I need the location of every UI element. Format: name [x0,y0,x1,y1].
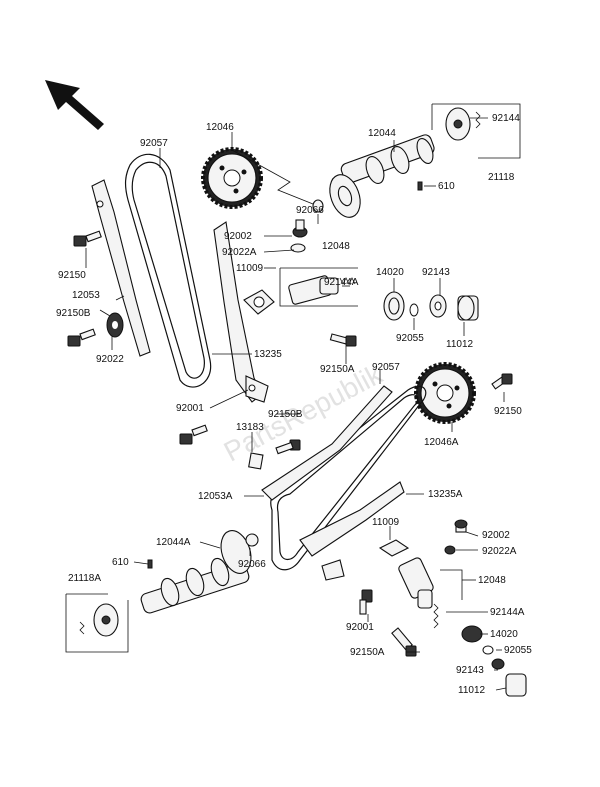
plug-92066-upper [312,199,324,213]
cap-14020-upper [383,291,405,321]
label-11012-lower: 11012 [458,685,486,696]
bolt-92150B-upper-left [67,328,96,347]
label-21118: 21118 [488,172,515,183]
label-92055-lower: 92055 [504,645,532,656]
front-direction-arrow-icon [45,80,104,130]
spacer-92143-lower [491,658,505,670]
cap-14020-lower [461,625,483,643]
leader-lines [85,117,507,691]
gasket-11009-lower [378,539,410,557]
label-14020-lower: 14020 [490,629,518,640]
plug-92066-lower [245,533,259,547]
oring-92055-lower [482,645,494,655]
label-14020-upper: 14020 [376,267,404,278]
label-92144: 92144 [492,113,520,124]
label-92143-upper: 92143 [422,267,450,278]
pickup-rotor-upper [431,103,521,159]
label-92150-lower: 92150 [494,406,522,417]
bracket-13183 [248,452,264,470]
label-92001-upper: 92001 [176,403,204,414]
label-92001-lower: 92001 [346,622,374,633]
label-12048-upper: 12048 [322,241,350,252]
washer-92022-upper [106,312,124,338]
spacer-92143-upper [429,294,447,318]
cam-sprocket-upper [201,147,263,209]
label-11009-lower: 11009 [372,517,400,528]
part-labels: 12046 92057 12044 92144 21118 610 92150 … [56,113,532,696]
chain-tensioner-guide-lower [299,481,405,581]
bolt-92001-upper [179,424,208,445]
chain-guide-upper [91,179,151,357]
bolt-92150-lower-right [491,373,513,390]
gasket-11009-upper [243,289,275,315]
chain-tensioner-guide-upper [213,221,269,403]
label-13235: 13235 [254,349,282,360]
label-92057-upper: 92057 [140,138,168,149]
label-92022A-lower: 92022A [482,546,517,557]
label-12053A: 12053A [198,491,233,502]
label-92150A-upper: 92150A [320,364,355,375]
label-92150B-lower: 92150B [268,409,303,420]
cap-11012-upper [457,295,479,321]
label-11009-upper: 11009 [236,263,264,274]
oring-92055-upper [409,303,419,317]
label-13235A: 13235A [428,489,463,500]
label-92150A-lower: 92150A [350,647,385,658]
chain-guide-lower [261,385,393,501]
bolt-92001-lower [359,589,373,615]
label-12044: 12044 [368,128,396,139]
label-92144A-upper: 92144A [324,277,359,288]
label-12048-lower: 12048 [478,575,506,586]
label-12053: 12053 [72,290,100,301]
bolt-92150A-lower [391,627,417,657]
bolt-92150A-upper [329,333,357,347]
label-610-lower: 610 [112,557,129,568]
bolt-92150-upper-left [73,230,102,247]
label-92002-upper: 92002 [224,231,252,242]
label-12046A: 12046A [424,437,459,448]
label-92144A-lower: 92144A [490,607,525,618]
tensioner-assembly-upper [279,219,358,307]
label-92002-lower: 92002 [482,530,510,541]
bolt-92150B-lower [275,439,301,455]
label-11012-upper: 11012 [446,339,474,350]
label-92066-upper: 92066 [296,205,324,216]
label-12046: 12046 [206,122,234,133]
camshaft-upper [329,134,435,218]
label-92066-lower: 92066 [238,559,266,570]
washer-92022A-lower [444,545,456,555]
label-92022: 92022 [96,354,124,365]
pin-610-lower [147,559,153,569]
label-610-upper: 610 [438,181,455,192]
cap-11012-lower [505,673,527,697]
plug-92002-lower [454,519,468,533]
cam-chain-upper [124,153,212,388]
label-92150B-upper: 92150B [56,308,91,319]
label-92150-upper: 92150 [58,270,86,281]
pickup-rotor-lower [65,593,129,653]
label-13183: 13183 [236,422,264,433]
label-12044A: 12044A [156,537,191,548]
cam-sprocket-lower [414,362,476,424]
pin-610-upper [417,181,423,191]
label-92055-upper: 92055 [396,333,424,344]
label-21118A: 21118A [68,573,101,584]
label-92022A: 92022A [222,247,257,258]
label-92143-lower: 92143 [456,665,484,676]
camshaft-lower [140,530,252,614]
label-92057-lower: 92057 [372,362,400,373]
tensioner-assembly-lower [398,557,439,629]
